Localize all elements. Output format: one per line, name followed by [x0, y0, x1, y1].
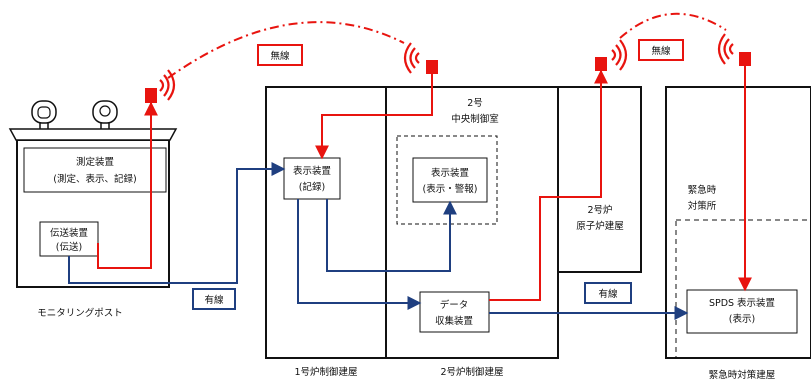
central-control-room-label: 中央制御室: [451, 113, 499, 125]
detector-icon: [92, 100, 118, 129]
display-record-detail: (記録): [299, 181, 325, 193]
data-collection-box: [419, 291, 490, 333]
display-device-alarm-box: [412, 157, 488, 203]
antenna-icon: [717, 33, 751, 66]
display-alarm-title: 表示装置: [431, 167, 469, 179]
emergency-room-label-1: 緊急時: [688, 184, 717, 196]
reactor-building: [557, 86, 642, 273]
emergency-room: [675, 219, 811, 359]
data-collector-detail: 収集装置: [435, 315, 473, 327]
unit1-building-label: 1号炉制御建屋: [294, 366, 357, 378]
detector-icon: [31, 100, 57, 129]
wired-links: [68, 162, 689, 320]
wireless-links: [97, 65, 752, 301]
antenna-icon: [145, 69, 176, 103]
display-alarm-detail: (表示・警報): [423, 183, 478, 195]
wireless-tag: 無線: [651, 45, 671, 57]
antenna-icon: [595, 39, 628, 71]
wired-link-transmitter-to-display: [68, 162, 286, 284]
spds-display-box: [686, 289, 798, 334]
monitoring-post-label: モニタリングポスト: [37, 307, 123, 319]
wireless-link-transmitter-to-antenna: [97, 101, 158, 269]
measurement-device-box: [23, 147, 167, 193]
unit2-building-label: 2号炉制御建屋: [440, 366, 503, 378]
wired-link-display-to-alarm: [326, 199, 457, 272]
emergency-room-label-2: 対策所: [688, 200, 717, 212]
wireless-arc-post-to-building: [167, 21, 405, 79]
emergency-building-label: 緊急時対策建屋: [709, 369, 776, 381]
spds-display-detail: (表示): [729, 313, 755, 325]
wireless-link-antenna-to-display: [315, 72, 433, 160]
data-collector-title: データ: [440, 299, 469, 311]
transmit-device-title: 伝送装置: [50, 227, 88, 239]
central-control-unit: 2号: [467, 98, 483, 109]
monitoring-post: [8, 100, 178, 288]
measure-device-title: 測定装置: [76, 156, 114, 168]
measure-device-detail: (測定、表示、記録): [53, 173, 136, 185]
wireless-tag-box: [257, 44, 303, 66]
display-record-title: 表示装置: [293, 165, 331, 177]
wired-tag-box: [192, 288, 236, 310]
wireless-tag: 無線: [270, 50, 290, 62]
wired-tag-box: [584, 282, 632, 304]
wireless-arc-reactor-to-emergency: [619, 12, 727, 39]
wired-tag: 有線: [204, 294, 224, 306]
wired-link-display-to-collector: [297, 199, 422, 310]
wireless-link-collector-to-antenna: [489, 69, 608, 301]
display-device-record-box: [283, 157, 341, 200]
reactor-unit-label: 2号炉: [587, 204, 612, 216]
antenna-icon: [403, 42, 438, 74]
spds-display-title: SPDS 表示装置: [709, 297, 775, 309]
reactor-building-label: 原子炉建屋: [576, 220, 624, 232]
wireless-arcs: [167, 12, 727, 79]
wireless-tag-box: [638, 39, 684, 61]
central-control-room: [396, 135, 498, 225]
wired-tag: 有線: [598, 288, 618, 300]
transmit-device-detail: (伝送): [56, 241, 82, 253]
